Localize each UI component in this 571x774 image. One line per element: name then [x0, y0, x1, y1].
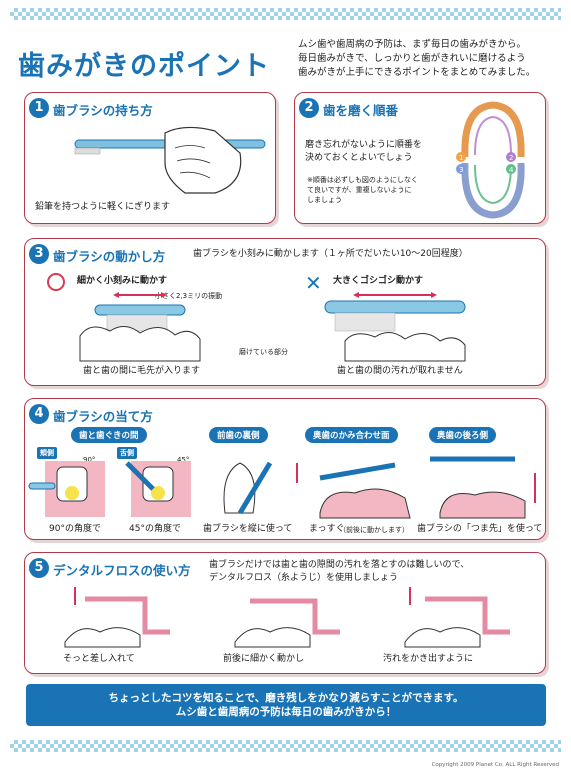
section-2-note: ※順番は必ずしも図のようにしなく て良いですが、重複しないように しましょう — [307, 176, 418, 204]
floss-caption-move: 前後に細かく動かし — [223, 654, 305, 664]
order-label-3: 3 — [459, 166, 463, 174]
good-method-sub: 小さく2,3ミリの振動 — [155, 292, 223, 300]
section-3-subtitle: 歯ブラシを小刻みに動かします（１ヶ所でだいたい10〜20回程度） — [193, 249, 468, 259]
section-3-title: 歯ブラシの動かし方 — [53, 249, 166, 264]
tooth-order-diagram: 1 2 3 4 — [456, 101, 525, 219]
caption-90-degree: 90°の角度で — [49, 524, 101, 534]
tag-molar-back: 奥歯の後ろ側 — [429, 427, 497, 443]
intro-text: ムシ歯や歯周病の予防は、まず毎日の歯みがきから。 毎日歯みがきで、しっかりと歯が… — [298, 39, 536, 78]
caption-brush-toe: 歯ブラシの「つま先」を使って — [417, 524, 543, 534]
section-5-subtitle: 歯ブラシだけでは歯と歯の隙間の汚れを落とすのは難しいので、 デンタルフロス（糸よ… — [209, 560, 470, 583]
section-5-title: デンタルフロスの使い方 — [53, 563, 191, 578]
section-3-panel: 3 歯ブラシの動かし方 歯ブラシを小刻みに動かします（１ヶ所でだいたい10〜20… — [24, 238, 546, 386]
floss-caption-scrape: 汚れをかき出すように — [383, 654, 474, 664]
tongue-side-label: 舌側 — [117, 447, 137, 459]
tag-front-inner: 前歯の裏側 — [209, 427, 268, 443]
caption-back-and-forth: （前後に動かします） — [339, 526, 409, 534]
worn-area-label: 磨けている部分 — [239, 348, 288, 356]
bad-method-label: 大きくゴシゴシ動かす — [333, 276, 424, 286]
caption-vertical-brush: 歯ブラシを縦に使って — [203, 524, 293, 534]
section-4-panel: 4 歯ブラシの当て方 歯と歯ぐきの間 前歯の裏側 奥歯のかみ合わせ面 奥歯の後ろ… — [24, 398, 546, 540]
section-2-number: 2 — [299, 98, 319, 118]
tag-gum-line: 歯と歯ぐきの間 — [71, 427, 147, 443]
page-title: 歯みがきのポイント — [18, 51, 270, 82]
section-2-text: 磨き忘れがないように順番を 決めておくとよいでしょう — [305, 140, 422, 163]
section-2-title: 歯を磨く順番 — [323, 103, 399, 118]
floss-caption-insert: そっと差し入れて — [63, 654, 135, 664]
section-1-caption: 鉛筆を持つように軽くにぎります — [35, 202, 171, 212]
section-1-title: 歯ブラシの持ち方 — [53, 103, 153, 118]
top-checker-border — [10, 8, 561, 20]
section-3-number: 3 — [29, 244, 49, 264]
bottom-checker-border — [10, 740, 561, 752]
hand-holding-toothbrush-illustration — [74, 126, 266, 194]
angle-45-label: 45° — [177, 456, 190, 464]
tag-molar-chewing: 奥歯のかみ合わせ面 — [305, 427, 398, 443]
section-1-panel: 1 歯ブラシの持ち方 鉛筆を持つように軽くにぎります — [24, 92, 276, 224]
copyright-text: Copyright 2009 Planet Co. ALL Right Rese… — [431, 762, 559, 768]
order-label-2: 2 — [509, 154, 513, 162]
bad-method-caption: 歯と歯の間の汚れが取れません — [337, 366, 463, 376]
good-method-label: 細かく小刻みに動かす — [77, 276, 168, 286]
section-2-panel: 2 歯を磨く順番 磨き忘れがないように順番を 決めておくとよいでしょう ※順番は… — [294, 92, 546, 224]
good-circle-icon — [47, 273, 65, 291]
footer-message: ちょっとしたコツを知ることで、磨き残しをかなり減らすことができます。 ムシ歯と歯… — [26, 684, 546, 726]
section-4-title: 歯ブラシの当て方 — [53, 409, 153, 424]
caption-straight: まっすぐ — [309, 524, 345, 534]
order-label-1: 1 — [459, 154, 463, 162]
brushing-motion-illustration — [79, 292, 466, 362]
angle-90-label: 90° — [83, 456, 96, 464]
bad-cross-icon: ✕ — [305, 271, 322, 295]
section-5-number: 5 — [29, 558, 49, 578]
caption-45-degree: 45°の角度で — [129, 524, 181, 534]
good-method-caption: 歯と歯の間に毛先が入ります — [83, 366, 201, 376]
cheek-side-label: 頬側 — [37, 447, 57, 459]
order-label-4: 4 — [509, 166, 514, 174]
section-5-panel: 5 デンタルフロスの使い方 歯ブラシだけでは歯と歯の隙間の汚れを落とすのは難しい… — [24, 552, 546, 674]
section-4-number: 4 — [29, 404, 49, 424]
section-1-number: 1 — [29, 98, 49, 118]
brush-placement-illustrations — [28, 456, 536, 519]
floss-illustrations — [64, 587, 510, 648]
